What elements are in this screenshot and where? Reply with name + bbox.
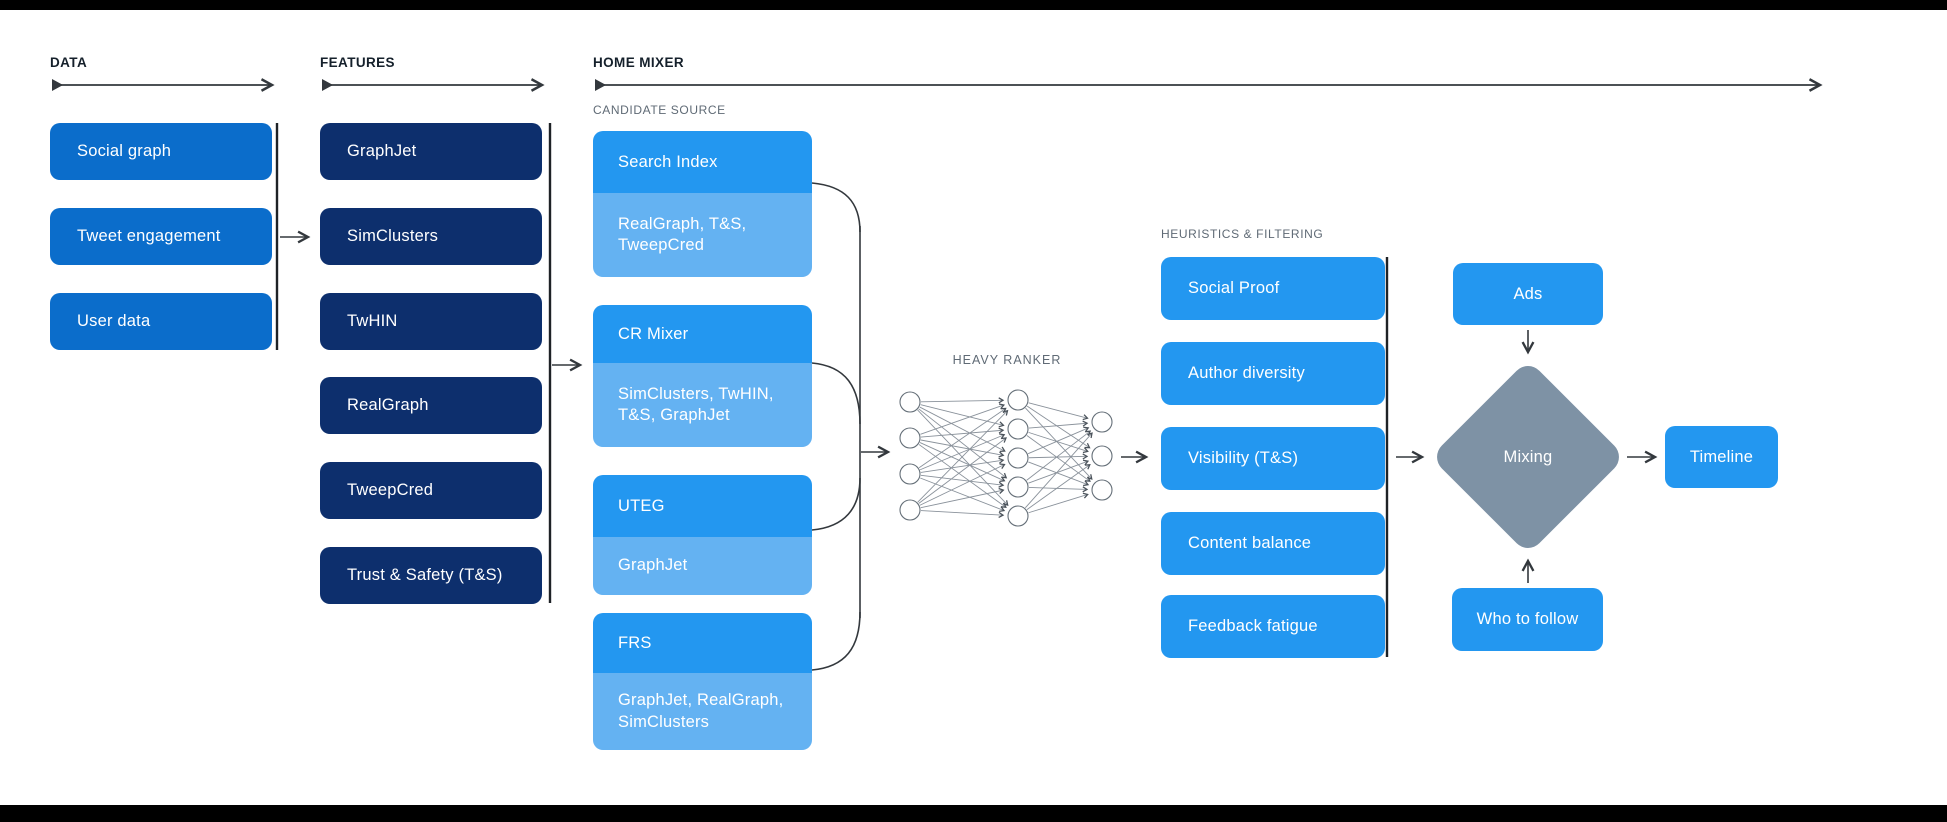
section-title-home-mixer: HOME MIXER (593, 55, 685, 70)
heuristic-box-social-proof: Social Proof (1161, 257, 1385, 320)
ads-box: Ads (1453, 263, 1603, 325)
candidate-group-uteg: UTEG GraphJet (593, 475, 812, 595)
candidate-features: GraphJet, RealGraph, SimClusters (593, 673, 812, 750)
feature-box-realgraph: RealGraph (320, 377, 542, 434)
top-black-bar (0, 0, 1947, 10)
candidate-header: FRS (593, 613, 812, 673)
who-to-follow-box: Who to follow (1452, 588, 1603, 651)
heuristic-box-content-balance: Content balance (1161, 512, 1385, 575)
feature-box-graphjet: GraphJet (320, 123, 542, 180)
candidate-header: CR Mixer (593, 305, 812, 363)
mixing-diamond-label: Mixing (1503, 447, 1553, 466)
heuristics-label: HEURISTICS & FILTERING (1161, 227, 1324, 241)
heuristic-box-feedback-fatigue: Feedback fatigue (1161, 595, 1385, 658)
feature-box-trust-safety: Trust & Safety (T&S) (320, 547, 542, 604)
data-box-tweet-engagement: Tweet engagement (50, 208, 272, 265)
feature-box-tweepcred: TweepCred (320, 462, 542, 519)
section-title-features: FEATURES (320, 55, 395, 70)
candidate-features: GraphJet (593, 537, 812, 595)
candidate-header: Search Index (593, 131, 812, 193)
candidate-group-cr-mixer: CR Mixer SimClusters, TwHIN, T&S, GraphJ… (593, 305, 812, 447)
candidate-features: SimClusters, TwHIN, T&S, GraphJet (593, 363, 812, 447)
candidate-group-search-index: Search Index RealGraph, T&S, TweepCred (593, 131, 812, 277)
timeline-box: Timeline (1665, 426, 1778, 488)
feature-box-twhin: TwHIN (320, 293, 542, 350)
candidate-header: UTEG (593, 475, 812, 537)
data-box-social-graph: Social graph (50, 123, 272, 180)
bottom-black-bar (0, 805, 1947, 822)
data-box-user-data: User data (50, 293, 272, 350)
heuristic-box-visibility: Visibility (T&S) (1161, 427, 1385, 490)
feature-box-simclusters: SimClusters (320, 208, 542, 265)
candidate-features: RealGraph, T&S, TweepCred (593, 193, 812, 277)
candidate-group-frs: FRS GraphJet, RealGraph, SimClusters (593, 613, 812, 750)
section-title-data: DATA (50, 55, 88, 70)
candidate-source-label: CANDIDATE SOURCE (593, 103, 726, 117)
heuristic-box-author-diversity: Author diversity (1161, 342, 1385, 405)
heavy-ranker-label: HEAVY RANKER (952, 353, 1062, 367)
